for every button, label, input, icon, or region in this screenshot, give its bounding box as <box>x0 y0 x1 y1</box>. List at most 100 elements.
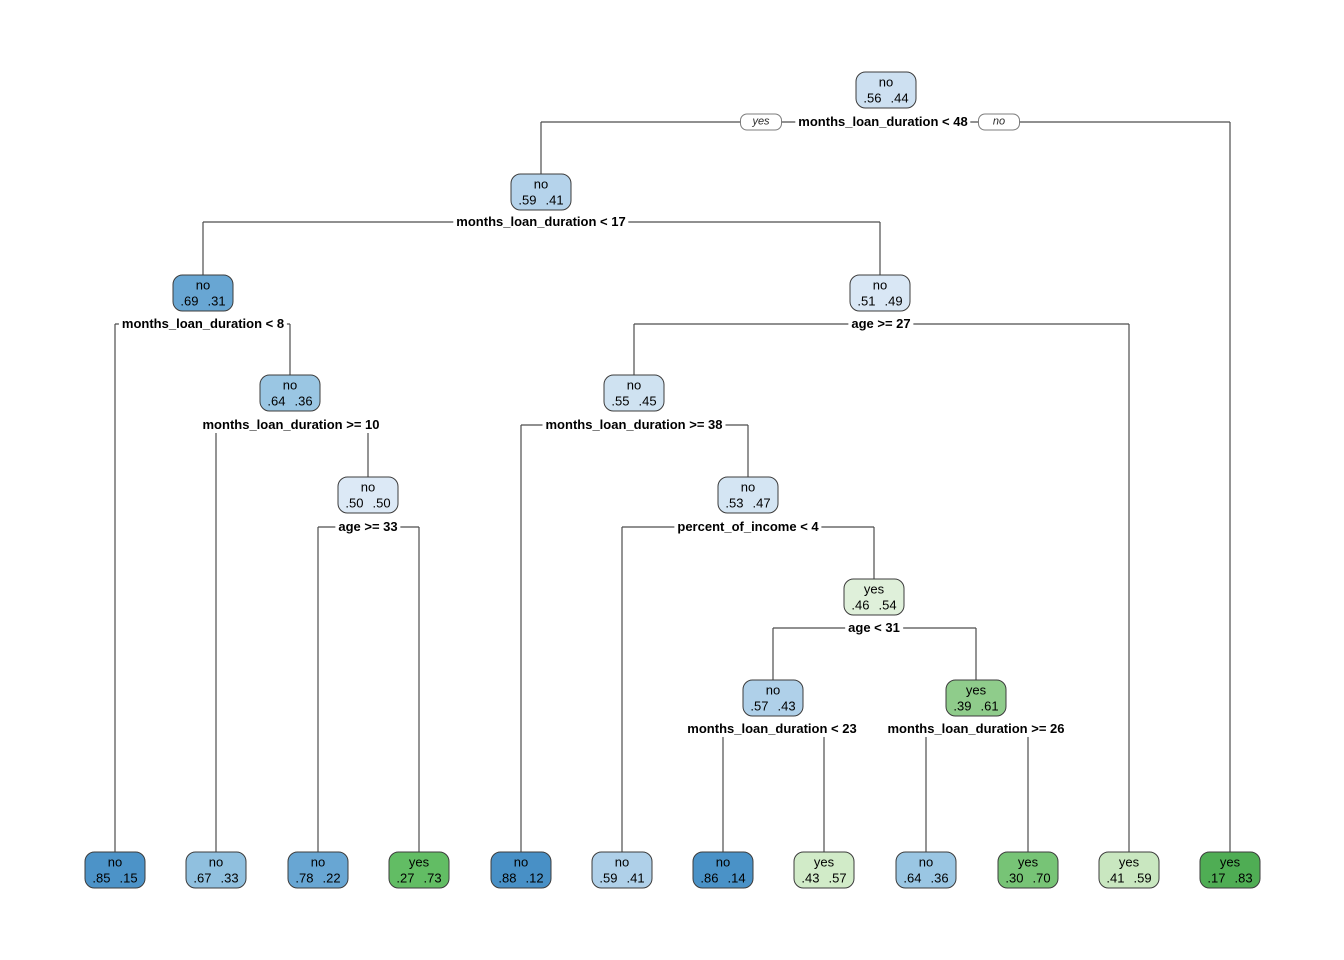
node-class-label: no <box>208 854 224 870</box>
prob-no: .50 <box>345 495 364 511</box>
node-class-label: yes <box>1118 854 1140 870</box>
tree-node-root: no .56.44 <box>855 71 917 109</box>
prob-yes: .31 <box>207 293 226 309</box>
node-probabilities: .78.22 <box>295 871 340 886</box>
node-probabilities: .51.49 <box>857 294 902 309</box>
node-probabilities: .67 .33 <box>193 871 238 886</box>
leaf-node-1: no .85 .15 <box>84 851 146 889</box>
split-label-3: age >= 27 <box>848 316 914 332</box>
node-class-label: yes <box>1017 854 1039 870</box>
node-probabilities: .56.44 <box>863 91 908 106</box>
prob-no: .46 <box>851 597 870 613</box>
node-probabilities: .53.47 <box>725 496 770 511</box>
node-probabilities: .43 .57 <box>801 871 846 886</box>
split-label-9: months_loan_duration < 23 <box>684 721 860 737</box>
node-class-label: yes <box>965 682 987 698</box>
node-probabilities: .46 .54 <box>851 598 896 613</box>
leaf-node-7: no .86 .14 <box>692 851 754 889</box>
node-probabilities: .55.45 <box>611 394 656 409</box>
node-probabilities: .64 .36 <box>267 394 312 409</box>
prob-yes: .36 <box>294 393 313 409</box>
node-class-label: no <box>310 854 326 870</box>
split-label-2: months_loan_duration < 8 <box>118 316 288 332</box>
node-class-label: no <box>107 854 123 870</box>
node-class-label: no <box>533 176 549 192</box>
prob-no: .27 <box>396 870 415 886</box>
split-label-8: age < 31 <box>845 620 903 636</box>
tree-node-5: no .51.49 <box>849 274 911 312</box>
tree-node-1: no .59.41 <box>510 173 572 211</box>
leaf-node-4: yes .27 .73 <box>388 851 450 889</box>
tree-node-6: no .55.45 <box>603 374 665 412</box>
leaf-node-5: no .88.12 <box>490 851 552 889</box>
prob-yes: .57 <box>828 870 847 886</box>
tree-node-10: yes .39.61 <box>945 679 1007 717</box>
node-class-label: no <box>872 277 888 293</box>
node-probabilities: .27 .73 <box>396 871 441 886</box>
node-class-label: yes <box>863 581 885 597</box>
leaf-node-12: yes .17.83 <box>1199 851 1261 889</box>
prob-no: .85 <box>92 870 111 886</box>
node-class-label: no <box>715 854 731 870</box>
split-label-10: months_loan_duration >= 26 <box>884 721 1068 737</box>
split-label-1: months_loan_duration < 17 <box>453 214 629 230</box>
prob-yes: .22 <box>322 870 341 886</box>
split-label-7: percent_of_income < 4 <box>674 519 822 535</box>
node-class-label: no <box>765 682 781 698</box>
prob-yes: .59 <box>1133 870 1152 886</box>
prob-no: .39 <box>953 698 972 714</box>
leaf-node-9: no .64.36 <box>895 851 957 889</box>
node-class-label: yes <box>813 854 835 870</box>
prob-no: .64 <box>903 870 922 886</box>
prob-no: .67 <box>193 870 212 886</box>
node-probabilities: .59.41 <box>599 871 644 886</box>
node-class-label: yes <box>1219 854 1241 870</box>
prob-no: .69 <box>180 293 199 309</box>
node-probabilities: .64.36 <box>903 871 948 886</box>
node-probabilities: .86 .14 <box>700 871 745 886</box>
leaf-node-3: no .78.22 <box>287 851 349 889</box>
leaf-node-11: yes .41 .59 <box>1098 851 1160 889</box>
node-probabilities: .59.41 <box>518 193 563 208</box>
split-label-root: months_loan_duration < 48 <box>795 114 971 130</box>
leaf-node-6: no .59.41 <box>591 851 653 889</box>
tree-node-3: no .64.36 <box>259 374 321 412</box>
tree-node-9: no .57 .43 <box>742 679 804 717</box>
node-class-label: no <box>360 479 376 495</box>
branch-label-yes: yes <box>740 113 782 131</box>
tree-node-2: no .69 .31 <box>172 274 234 312</box>
prob-yes: .15 <box>119 870 138 886</box>
prob-no: .41 <box>1106 870 1125 886</box>
leaf-node-10: yes .30.70 <box>997 851 1059 889</box>
prob-yes: .45 <box>638 393 657 409</box>
prob-no: .43 <box>801 870 820 886</box>
node-class-label: yes <box>408 854 430 870</box>
tree-node-8: yes .46 .54 <box>843 578 905 616</box>
split-label-6: age >= 33 <box>335 519 401 535</box>
node-class-label: no <box>513 854 529 870</box>
prob-no: .17 <box>1207 870 1226 886</box>
prob-yes: .33 <box>220 870 239 886</box>
node-probabilities: .69 .31 <box>180 294 225 309</box>
leaf-node-8: yes .43 .57 <box>793 851 855 889</box>
prob-yes: .73 <box>423 870 442 886</box>
branch-label-no: no <box>978 113 1020 131</box>
node-probabilities: .41 .59 <box>1106 871 1151 886</box>
node-class-label: no <box>740 479 756 495</box>
node-class-label: no <box>195 277 211 293</box>
prob-no: .59 <box>599 870 618 886</box>
node-probabilities: .85 .15 <box>92 871 137 886</box>
prob-no: .86 <box>700 870 719 886</box>
prob-yes: .12 <box>525 870 544 886</box>
prob-no: .30 <box>1005 870 1024 886</box>
prob-no: .64 <box>267 393 286 409</box>
prob-yes: .54 <box>878 597 897 613</box>
prob-yes: .14 <box>727 870 746 886</box>
prob-no: .57 <box>750 698 769 714</box>
prob-yes: .43 <box>777 698 796 714</box>
prob-yes: .50 <box>372 495 391 511</box>
prob-no: .59 <box>518 192 537 208</box>
node-class-label: no <box>626 377 642 393</box>
